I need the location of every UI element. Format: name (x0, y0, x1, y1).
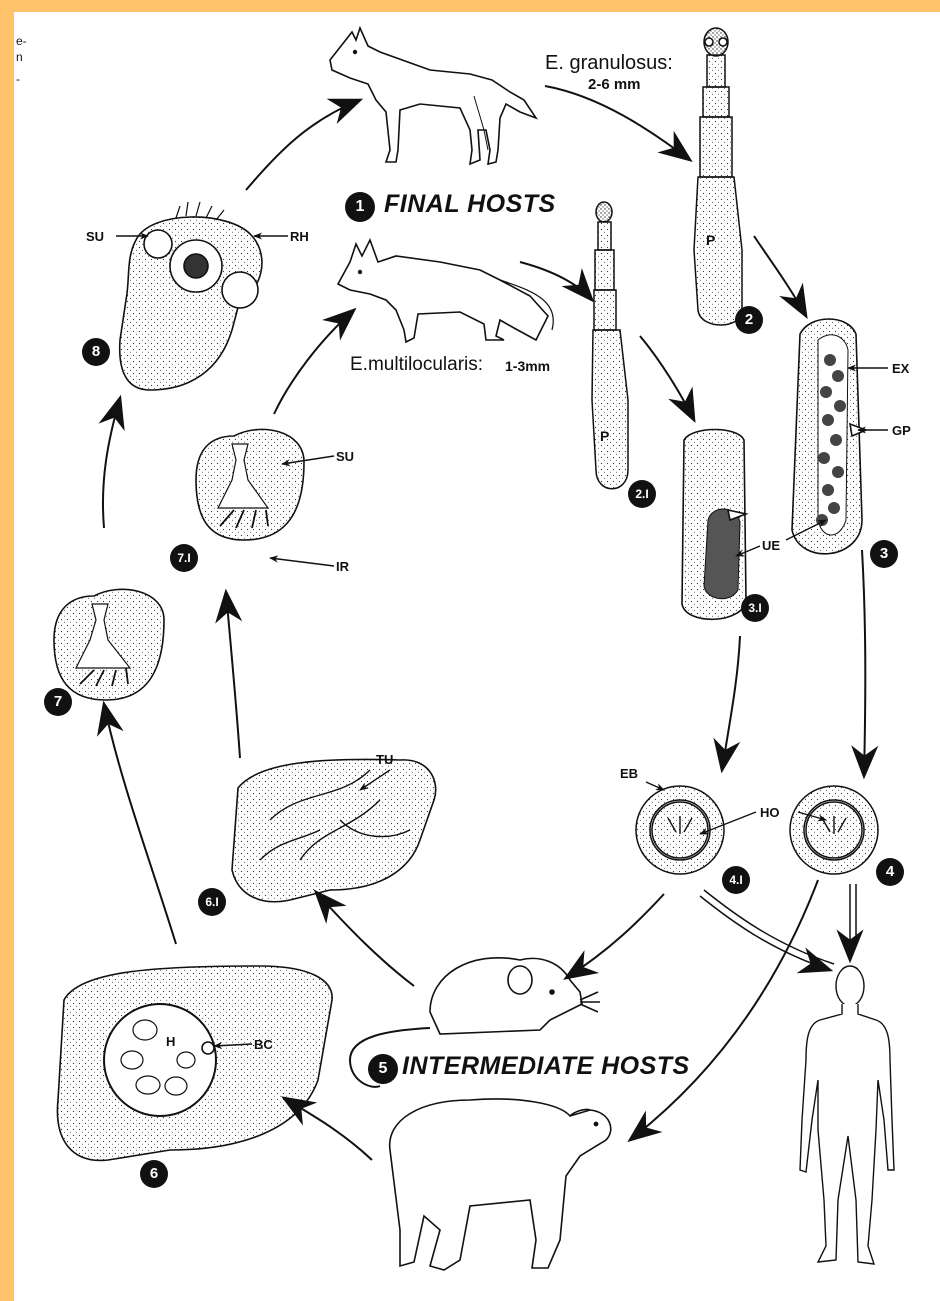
worm-label-p-2: P (706, 232, 715, 248)
label-su-scolex: SU (86, 229, 104, 244)
intermediate-hosts-title: INTERMEDIATE HOSTS (402, 1052, 690, 1081)
label-gp: GP (892, 423, 911, 438)
e-granulosus-label: E. granulosus: (545, 52, 673, 75)
step-number-7-1: 7.I (170, 544, 198, 572)
step-number-3: 3 (870, 540, 898, 568)
step-number-4: 4 (876, 858, 904, 886)
label-ho: HO (760, 805, 780, 820)
step-number-5: 5 (368, 1054, 398, 1084)
step-number-1: 1 (345, 192, 375, 222)
worm-label-p-2-1: P (600, 428, 609, 444)
label-h: H (166, 1034, 175, 1049)
gravid-proglottid (792, 319, 866, 554)
step-number-6: 6 (140, 1160, 168, 1188)
label-bc: BC (254, 1037, 273, 1052)
final-hosts-title: FINAL HOSTS (384, 190, 556, 219)
label-su-protoscolex: SU (336, 449, 354, 464)
step-number-2: 2 (735, 306, 763, 334)
step-number-2-1: 2.I (628, 480, 656, 508)
label-tu: TU (376, 752, 393, 767)
margin-fragment-3: - (16, 72, 20, 86)
egg-4 (790, 786, 878, 874)
e-multilocularis-size: 1-3mm (505, 358, 550, 374)
step-number-4-1: 4.I (722, 866, 750, 894)
step-number-3-1: 3.I (741, 594, 769, 622)
step-number-6-1: 6.I (198, 888, 226, 916)
e-multilocularis-label: E.multilocularis: (350, 354, 483, 376)
label-ir: IR (336, 559, 349, 574)
step-number-8: 8 (82, 338, 110, 366)
e-granulosus-size: 2-6 mm (588, 76, 641, 93)
protoscolex-7 (54, 589, 164, 700)
label-ue: UE (762, 538, 780, 553)
label-ex: EX (892, 361, 909, 376)
multilocularis-proglottid (682, 430, 746, 620)
label-eb: EB (620, 766, 638, 781)
margin-fragment-1: e- (16, 34, 27, 48)
step-number-7: 7 (44, 688, 72, 716)
label-rh: RH (290, 229, 309, 244)
margin-fragment-2: n (16, 50, 23, 64)
